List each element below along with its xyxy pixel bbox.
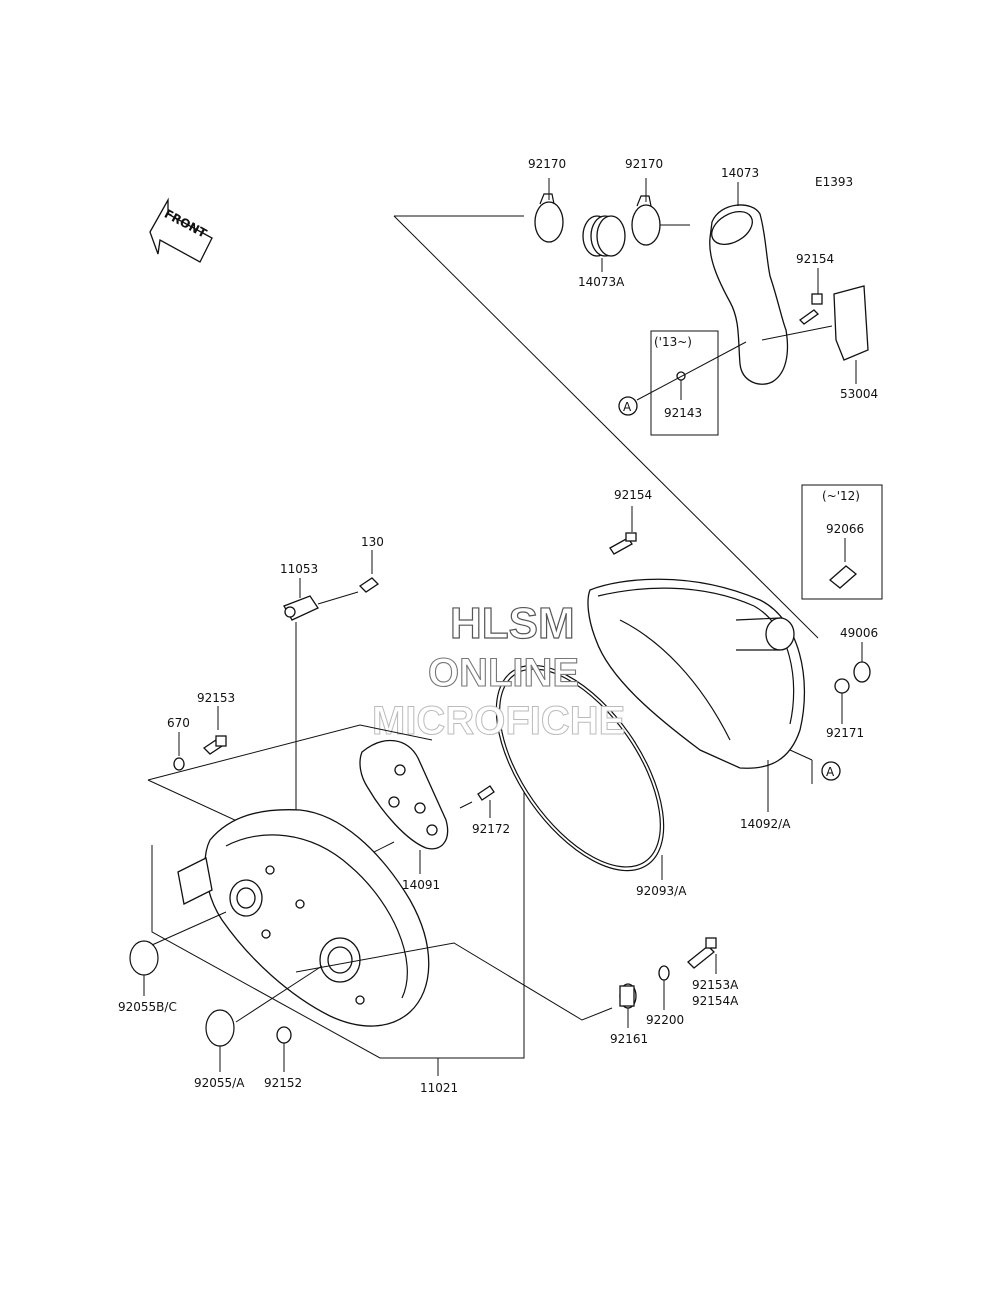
clip-92171 [834, 678, 850, 724]
callout-92171: 92171 [826, 726, 864, 740]
bolt-92153 [202, 706, 227, 755]
duct-14073A [582, 215, 626, 272]
box-variant-12: (~'12) 92066 [801, 484, 883, 600]
callout-92170-b: 92170 [625, 157, 663, 171]
gasket-92093A [495, 664, 665, 880]
callout-92154-top: 92154 [796, 252, 834, 266]
circle-ref-a-right: A [789, 749, 841, 784]
bolt-92153A [687, 937, 717, 974]
callout-14091: 14091 [402, 878, 440, 892]
washer-670 [173, 732, 185, 771]
callout-670: 670 [167, 716, 190, 730]
bolt-92154-mid [609, 506, 637, 555]
callout-92093A: 92093/A [636, 884, 687, 898]
grommet-49006 [853, 642, 871, 683]
callout-92170-a: 92170 [528, 157, 566, 171]
callout-92153A: 92153A [692, 978, 739, 992]
callout-49006: 49006 [840, 626, 878, 640]
callout-92172: 92172 [472, 822, 510, 836]
callout-92152: 92152 [264, 1076, 302, 1090]
circle-ref-a-right-label: A [826, 765, 835, 779]
callout-92153: 92153 [197, 691, 235, 705]
outer-cover-14092A [587, 578, 806, 812]
callout-11053: 11053 [280, 562, 318, 576]
callout-11021: 11021 [420, 1081, 458, 1095]
callout-92066: 92066 [826, 522, 864, 536]
callout-14073: 14073 [721, 166, 759, 180]
watermark-line3: MICROFICHE [372, 699, 625, 743]
variant-box-13-header: ('13~) [654, 335, 692, 349]
bolt-130 [358, 550, 380, 593]
inner-cover-11021 [177, 809, 430, 1027]
callout-92154A: 92154A [692, 994, 739, 1008]
callout-92055A: 92055/A [194, 1076, 245, 1090]
clamp-92170-left [534, 178, 564, 243]
grommet-92161 [619, 983, 637, 1028]
watermark-line2: ONLINE [428, 651, 579, 695]
bolt-92154-top [798, 268, 823, 325]
diagram-code: E1393 [815, 175, 853, 189]
plug-92152 [276, 1026, 292, 1072]
callout-92200: 92200 [646, 1013, 684, 1027]
variant-box-12-header: (~'12) [822, 489, 860, 503]
clamp-92170-right [631, 178, 690, 246]
plate-53004 [833, 285, 869, 384]
callout-14073A: 14073A [578, 275, 625, 289]
duct-14073 [709, 182, 789, 385]
watermark: HLSM ONLINE MICROFICHE [372, 598, 626, 743]
circle-ref-a-top-label: A [623, 400, 632, 414]
bracket-11053 [283, 578, 359, 818]
callout-92055BC: 92055B/C [118, 1000, 177, 1014]
callout-92154-mid: 92154 [614, 488, 652, 502]
watermark-line1: HLSM [450, 599, 575, 648]
oring-92055A [205, 965, 323, 1072]
variant-box-13: ('13~) 92143 [650, 330, 719, 436]
front-arrow-icon: FRONT [149, 197, 213, 263]
callout-53004: 53004 [840, 387, 878, 401]
bolt-92172 [459, 785, 495, 818]
circle-ref-a-top: A [618, 325, 833, 416]
callout-14092A: 14092/A [740, 817, 791, 831]
washer-92200 [658, 965, 670, 1010]
callout-92161: 92161 [610, 1032, 648, 1046]
callout-92143: 92143 [664, 406, 702, 420]
callout-130: 130 [361, 535, 384, 549]
plate-14091 [359, 739, 449, 874]
oring-92055BC [129, 911, 227, 996]
